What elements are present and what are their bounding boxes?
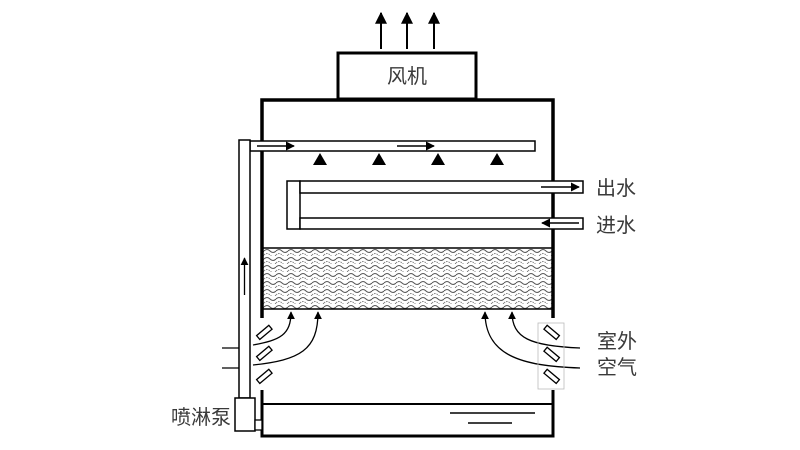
spray-pump: 喷淋泵 [171,397,263,432]
water-in-label: 进水 [596,213,636,237]
louver-frame [537,322,565,390]
outdoor-air-label-2: 空气 [597,355,637,379]
spray-nozzle-icon [313,153,327,165]
spray-nozzle-icon [372,153,386,165]
louvers-right [537,322,565,390]
spray-pump-label: 喷淋泵 [171,405,231,429]
air-flow-arrow [252,311,295,346]
pump-suction [254,419,263,431]
louver [255,345,273,362]
fan: 风机 [336,51,478,101]
fan-housing [336,51,478,101]
louver [543,324,561,341]
casing-top-wall [260,98,555,318]
spray-header [249,140,536,165]
louver [543,368,561,385]
air-flow: 室外 空气 [222,311,637,379]
coil: 出水 进水 [286,176,636,237]
fan-label: 风机 [387,64,427,88]
spray-nozzle-icon [490,153,504,165]
coil-tube-bottom [299,217,584,230]
spray-nozzle-icon [431,153,445,165]
coil-tube-top [299,180,584,194]
louver [543,346,561,363]
air-flow-arrow [481,311,581,369]
riser-pipe [238,139,251,399]
air-flow-arrow [508,311,581,349]
fill-block [262,247,553,310]
air-flow-arrow [252,311,322,366]
louver [255,368,273,385]
outdoor-air-label-1: 室外 [597,329,637,353]
pump-body [234,397,256,432]
basin-wall [260,404,555,438]
coil-header [286,180,301,230]
louvers-left [255,324,273,385]
louver [255,324,273,341]
exhaust-arrows [375,11,440,49]
water-basin [260,403,555,438]
fill-media [262,247,553,310]
water-out-label: 出水 [596,176,636,200]
